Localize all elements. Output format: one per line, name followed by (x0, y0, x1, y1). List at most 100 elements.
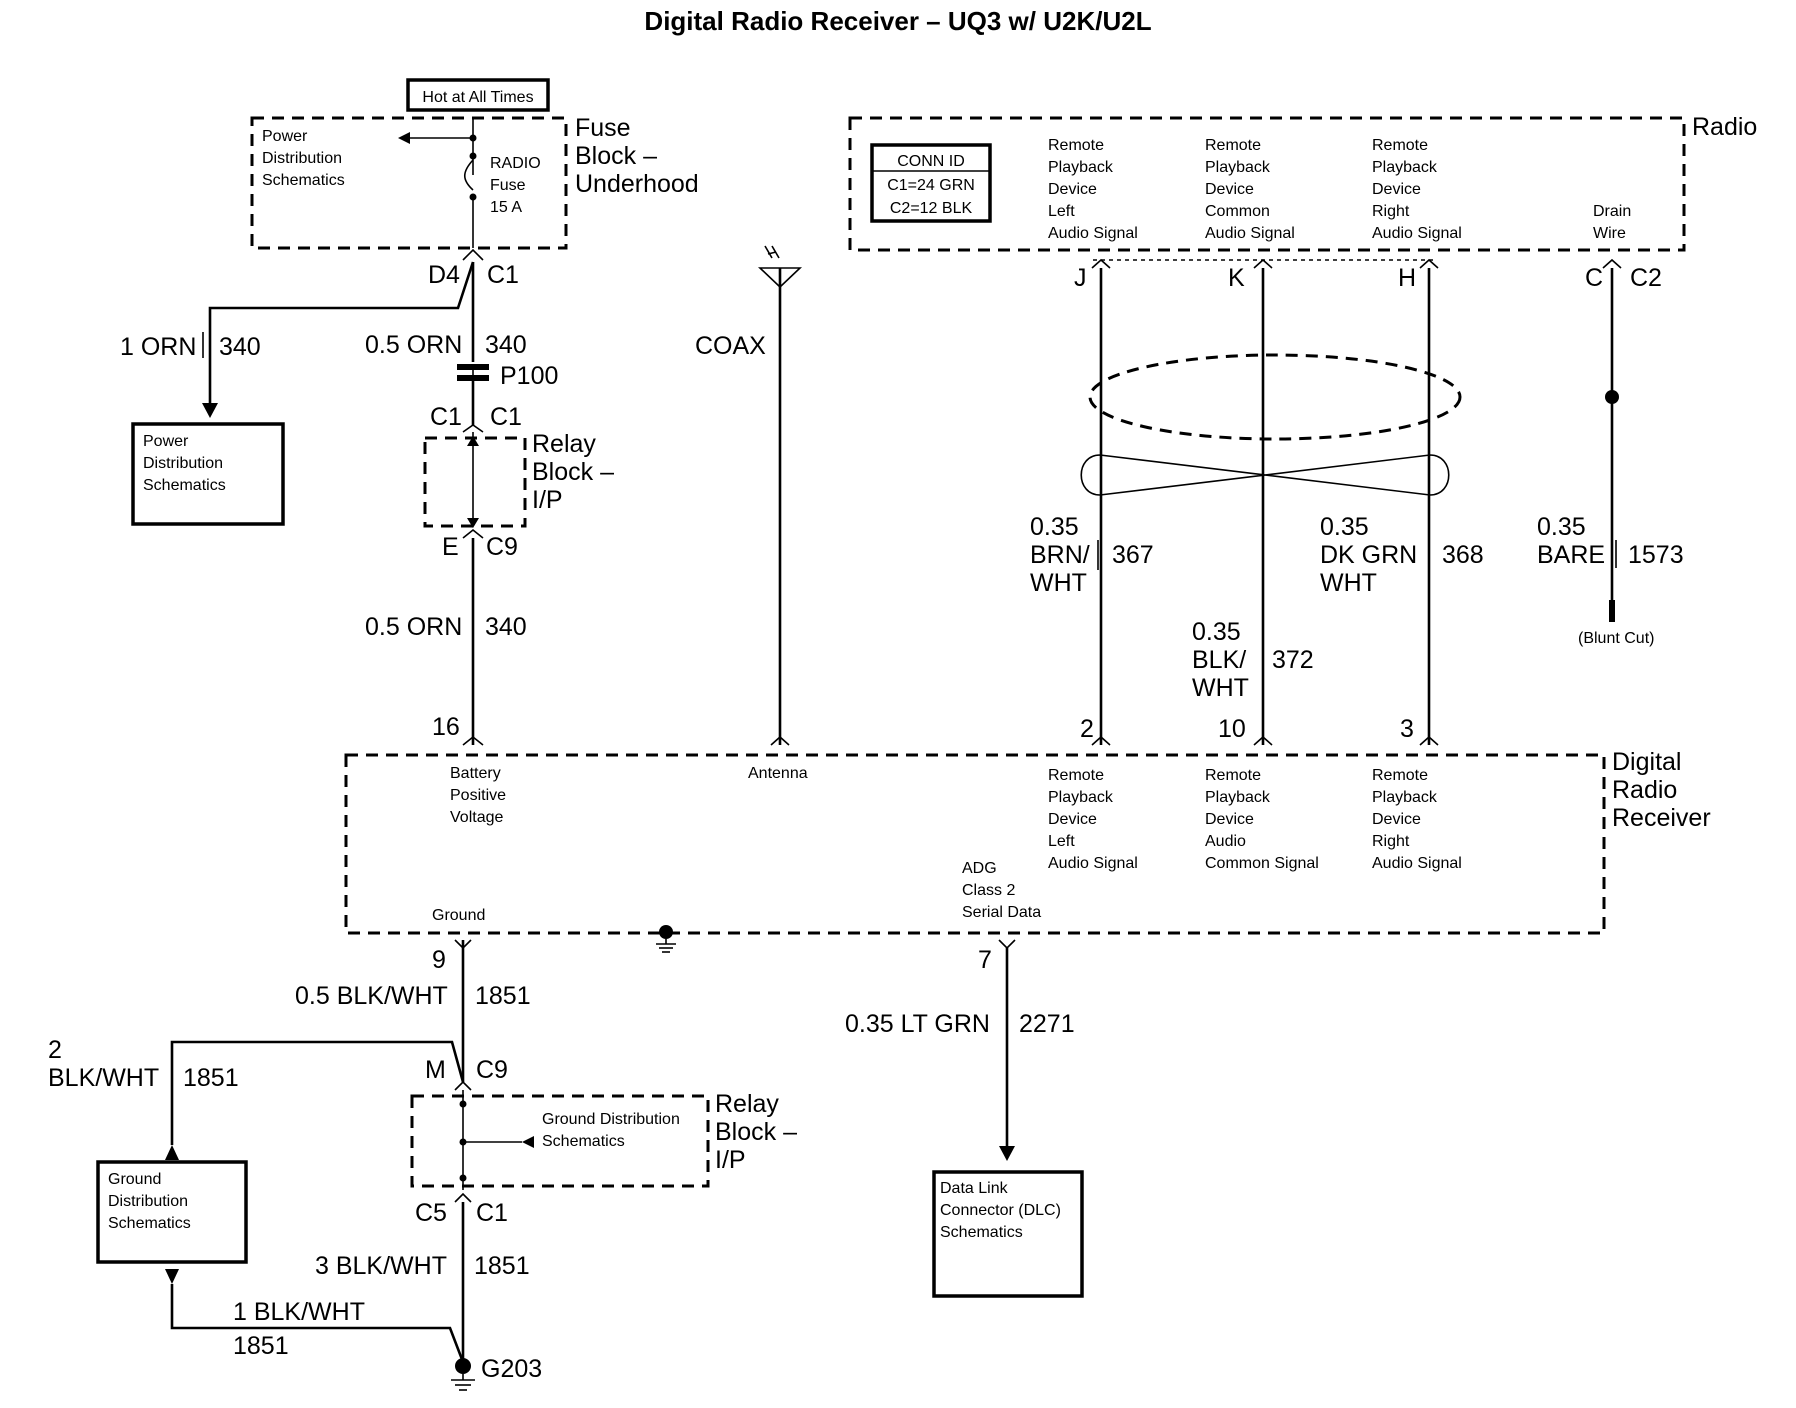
power-dist-box-line1: Power (143, 433, 189, 450)
svg-text:Audio: Audio (1205, 833, 1246, 850)
wire-0.5-orn-upper-circuit: 340 (485, 331, 527, 359)
case-ground-icon (656, 925, 676, 953)
svg-text:Battery: Battery (450, 765, 501, 782)
svg-text:Remote: Remote (1048, 767, 1104, 784)
receiver-adg-label: ADG Class 2 Serial Data (962, 860, 1041, 921)
svg-text:Playback: Playback (1205, 159, 1271, 176)
receiver-name: Digital Radio Receiver (1612, 748, 1711, 832)
svg-text:Audio Signal: Audio Signal (1048, 225, 1138, 242)
svg-text:Common Signal: Common Signal (1205, 855, 1319, 872)
wire-0.5-orn-lower-label: 0.5 ORN (365, 613, 462, 641)
conn-id-c2: C2=12 BLK (890, 200, 973, 217)
radio-drain-wire: Drain Wire (1593, 203, 1631, 242)
wire-blk-label: 0.35 BLK/ WHT 372 (1192, 618, 1314, 702)
wire-3-blk-wht-circuit: 1851 (474, 1252, 530, 1280)
svg-text:BARE: BARE (1537, 541, 1605, 569)
svg-text:0.35: 0.35 (1192, 618, 1241, 646)
relay-block-ip-lower (410, 1094, 710, 1188)
connector-c2: C2 (1630, 264, 1662, 292)
relay-upper-line2: Block – (532, 458, 614, 486)
svg-text:WHT: WHT (1030, 569, 1087, 597)
fuse-block-name-line3: Underhood (575, 170, 699, 198)
svg-text:Device: Device (1205, 181, 1254, 198)
svg-text:Remote: Remote (1048, 137, 1104, 154)
svg-text:Remote: Remote (1205, 137, 1261, 154)
svg-text:Relay: Relay (715, 1090, 779, 1118)
svg-text:Left: Left (1048, 203, 1075, 220)
svg-text:Positive: Positive (450, 787, 506, 804)
wire-0.5-blk-wht-circuit: 1851 (475, 982, 531, 1010)
svg-text:1573: 1573 (1628, 541, 1684, 569)
pin-k: K (1228, 264, 1245, 292)
svg-text:I/P: I/P (715, 1146, 746, 1174)
pin-j: J (1074, 264, 1087, 292)
svg-text:Remote: Remote (1372, 137, 1428, 154)
fuse-name-line3: 15 A (490, 199, 522, 216)
svg-text:Digital: Digital (1612, 748, 1681, 776)
relay-upper-line3: I/P (532, 486, 563, 514)
svg-text:Audio Signal: Audio Signal (1372, 855, 1462, 872)
c1-left-label: C1 (430, 403, 462, 431)
arrow-left-icon (522, 1136, 534, 1148)
fuse-name-line2: Fuse (490, 177, 526, 194)
svg-text:Drain: Drain (1593, 203, 1631, 220)
wire-1-blk-wht-1851 (170, 1284, 465, 1363)
ground-dist-box-line3: Schematics (108, 1215, 191, 1232)
svg-text:BRN/: BRN/ (1030, 541, 1090, 569)
svg-text:Playback: Playback (1048, 789, 1114, 806)
svg-text:Ground Distribution: Ground Distribution (542, 1111, 680, 1128)
relay-upper-line1: Relay (532, 430, 596, 458)
connector-c9-lower: C9 (476, 1056, 508, 1084)
svg-text:Audio Signal: Audio Signal (1372, 225, 1462, 242)
hot-at-all-times-box (406, 78, 550, 112)
fuse-power-dist-line1: Power (262, 128, 308, 145)
svg-text:1851: 1851 (183, 1064, 239, 1092)
svg-text:Left: Left (1048, 833, 1075, 850)
dlc-line3: Schematics (940, 1224, 1023, 1241)
svg-text:0.35: 0.35 (1030, 513, 1079, 541)
wire-2-blk-wht-label: 2 BLK/WHT 1851 (48, 1036, 239, 1092)
fuse-block-name-line2: Block – (575, 142, 657, 170)
wire-0.5-orn-upper-label: 0.5 ORN (365, 331, 462, 359)
pin-c5: C5 (415, 1199, 447, 1227)
receiver-rx-left: Remote Playback Device Left Audio Signal (1048, 767, 1138, 872)
receiver-rx-common: Remote Playback Device Audio Common Sign… (1205, 767, 1319, 872)
wire-1-orn-label: 1 ORN (120, 333, 196, 361)
wire-1-orn-340 (208, 261, 475, 403)
svg-text:367: 367 (1112, 541, 1154, 569)
receiver-rx-right: Remote Playback Device Right Audio Signa… (1372, 767, 1462, 872)
svg-text:Block –: Block – (715, 1118, 797, 1146)
fuse-block-outline (250, 116, 568, 250)
fuse-power-dist-line2: Distribution (262, 150, 342, 167)
svg-text:Device: Device (1048, 811, 1097, 828)
radio-signal-left: Remote Playback Device Left Audio Signal (1048, 137, 1138, 242)
svg-text:Receiver: Receiver (1612, 804, 1711, 832)
power-distribution-box (131, 422, 285, 526)
svg-text:Playback: Playback (1048, 159, 1114, 176)
svg-text:Serial Data: Serial Data (962, 904, 1041, 921)
receiver-antenna-label: Antenna (748, 765, 808, 782)
wire-1-blk-wht-label: 1 BLK/WHT (233, 1298, 365, 1326)
svg-text:Device: Device (1048, 181, 1097, 198)
svg-text:Device: Device (1372, 181, 1421, 198)
dlc-box (932, 1170, 1084, 1298)
svg-text:Schematics: Schematics (542, 1133, 625, 1150)
conn-id-title: CONN ID (897, 153, 965, 170)
svg-text:Class 2: Class 2 (962, 882, 1015, 899)
ground-dist-box-line1: Ground (108, 1171, 161, 1188)
conn-id-c1: C1=24 GRN (887, 177, 975, 194)
svg-text:Device: Device (1205, 811, 1254, 828)
diagram-title: Digital Radio Receiver – UQ3 w/ U2K/U2L (644, 6, 1151, 36)
svg-text:2: 2 (48, 1036, 62, 1064)
svg-text:0.35: 0.35 (1537, 513, 1586, 541)
svg-text:Audio Signal: Audio Signal (1048, 855, 1138, 872)
svg-text:ADG: ADG (962, 860, 997, 877)
svg-text:WHT: WHT (1320, 569, 1377, 597)
hot-at-all-times-label: Hot at All Times (422, 89, 533, 106)
radio-name: Radio (1692, 113, 1757, 141)
fuse-block-name-line1: Fuse (575, 114, 631, 142)
svg-text:Right: Right (1372, 833, 1410, 850)
c1-right-label: C1 (490, 403, 522, 431)
svg-text:Remote: Remote (1372, 767, 1428, 784)
dlc-line1: Data Link (940, 1180, 1009, 1197)
